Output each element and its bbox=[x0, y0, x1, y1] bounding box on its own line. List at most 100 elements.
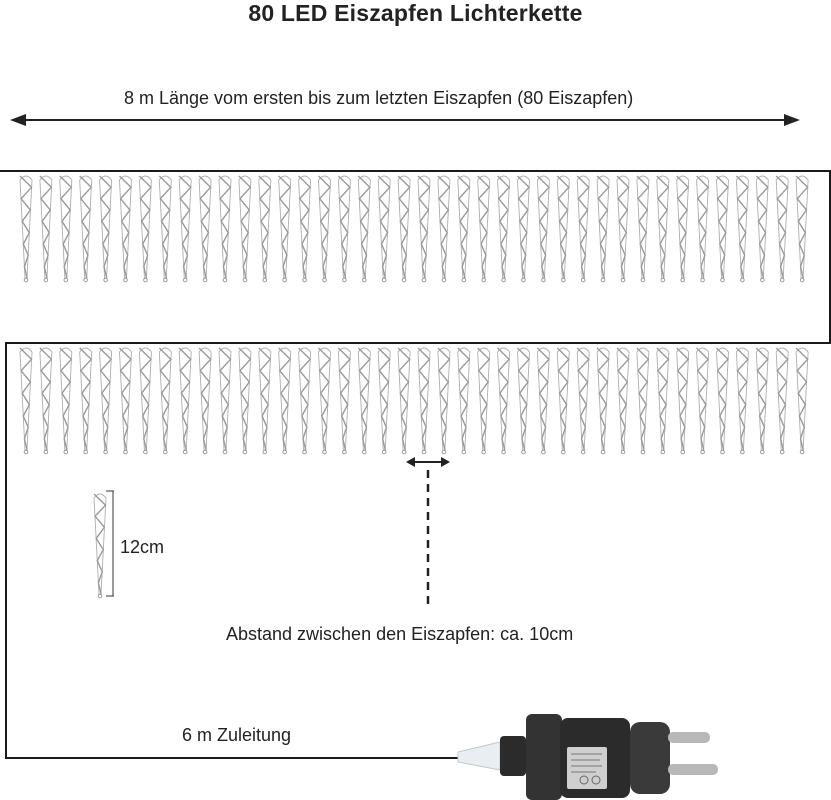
icicle bbox=[477, 347, 491, 455]
spacing-arrow-left bbox=[406, 457, 415, 467]
icicle bbox=[517, 175, 530, 283]
icicle bbox=[696, 347, 710, 455]
icicle bbox=[278, 347, 292, 455]
icicle bbox=[318, 175, 331, 283]
arrow-left-head bbox=[10, 114, 26, 126]
icicle bbox=[138, 347, 152, 455]
icicle bbox=[119, 347, 132, 455]
icicle bbox=[716, 175, 729, 283]
icicle-row-top bbox=[19, 175, 809, 283]
icicle bbox=[238, 175, 252, 283]
icicle bbox=[795, 175, 809, 283]
icicle bbox=[795, 347, 809, 455]
icicle bbox=[457, 347, 471, 455]
icicle bbox=[596, 175, 610, 283]
plug-pin-bottom bbox=[668, 764, 718, 775]
icicle bbox=[298, 347, 312, 455]
wire bbox=[0, 170, 831, 759]
icicle bbox=[298, 175, 312, 283]
icicle bbox=[517, 347, 530, 455]
icicle bbox=[337, 347, 351, 455]
spacing-label: Abstand zwischen den Eiszapfen: ca. 10cm bbox=[226, 624, 574, 644]
icicle bbox=[59, 175, 73, 283]
icicle bbox=[676, 347, 690, 455]
icicle bbox=[357, 347, 371, 455]
icicle bbox=[93, 493, 107, 599]
icicle bbox=[755, 175, 769, 283]
icicle bbox=[775, 347, 789, 455]
length-arrow bbox=[10, 114, 800, 126]
icicle bbox=[397, 347, 411, 455]
icicle bbox=[158, 347, 172, 455]
icicle bbox=[337, 175, 351, 283]
icicle bbox=[556, 175, 570, 283]
icicle bbox=[775, 175, 789, 283]
icicle bbox=[238, 347, 252, 455]
icicle bbox=[556, 347, 570, 455]
icicle bbox=[417, 175, 431, 283]
page-title: 80 LED Eiszapfen Lichterkette bbox=[248, 0, 583, 26]
icicle bbox=[178, 347, 192, 455]
cable-sleeve bbox=[457, 741, 501, 771]
icicle bbox=[357, 175, 371, 283]
icicle bbox=[616, 347, 630, 455]
plug-pin-top bbox=[668, 732, 710, 743]
icicle bbox=[99, 175, 113, 283]
plug-collar bbox=[500, 736, 526, 776]
icicle bbox=[397, 175, 411, 283]
icicle-row-bottom bbox=[19, 347, 809, 455]
icicle bbox=[19, 175, 33, 283]
icicle bbox=[258, 175, 272, 283]
icicle bbox=[39, 347, 53, 455]
power-plug bbox=[457, 714, 718, 800]
icicle bbox=[198, 347, 212, 455]
icicle bbox=[536, 347, 550, 455]
spacing-arrow-right bbox=[441, 457, 450, 467]
icicle bbox=[636, 347, 650, 455]
icicle bbox=[79, 347, 93, 455]
lead-label: 6 m Zuleitung bbox=[182, 725, 292, 745]
icicle bbox=[616, 175, 630, 283]
icicle bbox=[39, 175, 53, 283]
icicle bbox=[735, 175, 749, 283]
icicle bbox=[178, 175, 192, 283]
icicle bbox=[79, 175, 93, 283]
icicle bbox=[576, 175, 590, 283]
icicle bbox=[99, 347, 113, 455]
icicle bbox=[676, 175, 690, 283]
icicle bbox=[755, 347, 769, 455]
icicle bbox=[656, 347, 670, 455]
icicle bbox=[377, 175, 391, 283]
spacing-indicator bbox=[406, 457, 450, 610]
icicle bbox=[477, 175, 491, 283]
icicle bbox=[19, 347, 33, 455]
sample-icicle bbox=[93, 493, 107, 599]
icicle bbox=[119, 175, 132, 283]
icicle bbox=[278, 175, 292, 283]
icicle bbox=[437, 175, 451, 283]
plug-grip bbox=[526, 714, 562, 800]
plug-head bbox=[630, 722, 670, 794]
icicle bbox=[735, 347, 749, 455]
icicle bbox=[656, 175, 670, 283]
icicle bbox=[536, 175, 550, 283]
icicle bbox=[59, 347, 73, 455]
icicle bbox=[138, 175, 152, 283]
icicle bbox=[377, 347, 391, 455]
icicle bbox=[696, 175, 710, 283]
icicle bbox=[497, 175, 511, 283]
icicle bbox=[716, 347, 729, 455]
icicle bbox=[218, 347, 232, 455]
icicle bbox=[457, 175, 471, 283]
icicle bbox=[258, 347, 272, 455]
icicle-height-label: 12cm bbox=[120, 537, 165, 557]
icicle bbox=[417, 347, 431, 455]
length-label: 8 m Länge vom ersten bis zum letzten Eis… bbox=[124, 88, 634, 108]
icicle bbox=[636, 175, 650, 283]
icicle bbox=[596, 347, 610, 455]
adapter-label bbox=[567, 747, 607, 789]
icicle bbox=[497, 347, 511, 455]
icicle bbox=[158, 175, 172, 283]
icicle bbox=[576, 347, 590, 455]
